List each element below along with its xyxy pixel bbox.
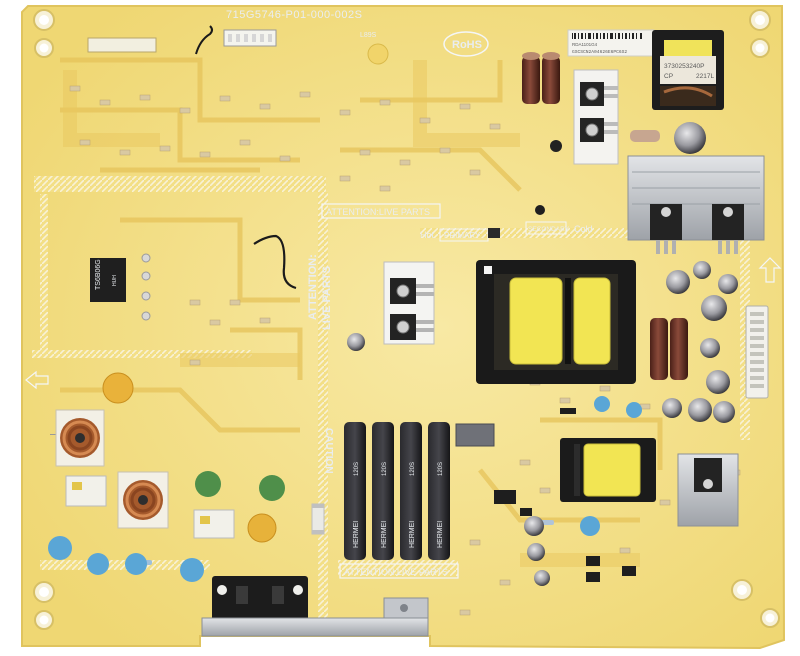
- svg-text:CP: CP: [664, 73, 673, 80]
- metal-bracket: [201, 597, 429, 637]
- pfc-mosfets: [383, 261, 435, 345]
- svg-text:HERMEI: HERMEI: [409, 521, 416, 548]
- ics: [494, 408, 636, 582]
- svg-text:HUH: HUH: [112, 275, 118, 286]
- silk-arrows: [25, 257, 782, 390]
- bulk-filter-capacitors: HERMEI HERMEI HERMEI HERMEI 120S 120S 12…: [344, 422, 450, 560]
- isolation-markers: Hot PRIMARY SECONDARY Cold: [420, 205, 593, 242]
- silk-band-top: [34, 176, 326, 192]
- common-mode-choke-left: [55, 409, 105, 467]
- barcode-header: RDA1101G4: [572, 42, 598, 47]
- smd-components: [69, 85, 741, 616]
- electrolytic-capacitors-top: [522, 52, 560, 104]
- svg-text:Cold: Cold: [574, 224, 593, 234]
- barcode-text: GSCSCN2A04626E6PC6S2: [572, 49, 627, 55]
- caution-label: CAUTION: [323, 428, 334, 474]
- y-capacitors: [48, 396, 642, 582]
- output-connector: [745, 305, 769, 399]
- main-transformer: [476, 260, 636, 384]
- attention-label-vertical: ATTENTION: LIVE PARTS: [307, 254, 333, 330]
- transformer-label: 3730253240P: [664, 63, 705, 70]
- secondary-capacitors: [347, 261, 738, 586]
- svg-text:120S: 120S: [354, 462, 360, 476]
- svg-text:HERMEI: HERMEI: [353, 521, 360, 548]
- svg-text:ATTENTION:: ATTENTION:: [307, 254, 319, 320]
- standby-transformer-small: [560, 438, 656, 502]
- svg-text:LIVE PARTS: LIVE PARTS: [321, 266, 333, 330]
- svg-text:PRIMARY: PRIMARY: [444, 231, 481, 240]
- svg-text:120S: 120S: [410, 462, 416, 476]
- svg-text:Hot: Hot: [420, 230, 435, 240]
- svg-text:TS6B06G: TS6B06G: [95, 259, 102, 290]
- attention-label-bottom: ATTENTION:LIVE PARTS: [339, 563, 459, 579]
- svg-text:2217L: 2217L: [696, 73, 714, 80]
- handwritten-mark: [253, 234, 297, 290]
- svg-text:RoHS: RoHS: [452, 39, 482, 51]
- svg-text:ATTENTION:LIVE PARTS: ATTENTION:LIVE PARTS: [326, 207, 430, 217]
- rohs-logo: RoHS: [443, 31, 489, 57]
- barcode-label: RDA1101G4 GSCSCN2A04626E6PC6S2: [567, 29, 655, 57]
- x-capacitors: [65, 475, 235, 539]
- part-number: 715G5746-P01-000-002S: [226, 9, 362, 21]
- wire-loop: [195, 25, 213, 55]
- ac-inlet: [212, 576, 308, 628]
- svg-text:120S: 120S: [382, 462, 388, 476]
- mosfet-heatsink-top: [573, 69, 619, 165]
- varistors: [195, 471, 285, 501]
- standby-transformer: 3730253240P CP 2217L: [652, 30, 724, 110]
- corner-code: L89S: [360, 32, 377, 39]
- common-mode-choke-right: [117, 471, 169, 529]
- top-connector-strip: [87, 25, 389, 65]
- grey-component: [455, 423, 495, 447]
- svg-text:HERMEI: HERMEI: [381, 521, 388, 548]
- ptc-thermistor: [102, 372, 134, 404]
- output-heatsink: [627, 155, 765, 254]
- svg-text:SECONDARY: SECONDARY: [528, 226, 570, 233]
- fuse: [311, 503, 325, 535]
- bridge-rectifier: TS6B06G HUH: [90, 253, 151, 321]
- svg-text:HERMEI: HERMEI: [437, 521, 444, 548]
- svg-text:120S: 120S: [438, 462, 444, 476]
- svg-text:ATTENTION:LIVE PARTS: ATTENTION:LIVE PARTS: [344, 567, 448, 577]
- heatsink-bottom-right: [677, 453, 739, 527]
- mounting-holes: [33, 9, 780, 630]
- attention-label-top: ATTENTION:LIVE PARTS: [321, 203, 441, 219]
